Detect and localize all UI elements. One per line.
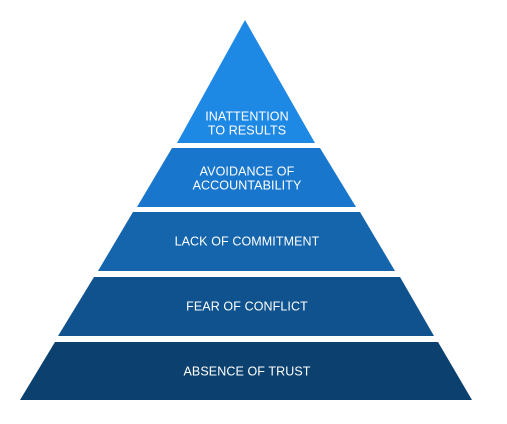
tier-label-absence-of-trust: ABSENCE OF TRUST — [183, 364, 310, 378]
tier-shape-absence-of-trust — [20, 342, 472, 400]
tier-shape-avoidance-of-accountability — [137, 148, 356, 207]
tier-label-inattention-to-results: INATTENTION — [205, 109, 289, 123]
tier-label-avoidance-of-accountability: AVOIDANCE OF — [200, 164, 295, 178]
tier-shape-lack-of-commitment — [98, 212, 395, 271]
tier-label-inattention-to-results-line2: TO RESULTS — [208, 123, 286, 137]
tier-shape-inattention-to-results — [177, 20, 315, 143]
tier-shape-fear-of-conflict — [58, 277, 434, 336]
tier-label-fear-of-conflict: FEAR OF CONFLICT — [186, 299, 308, 313]
tier-label-lack-of-commitment: LACK OF COMMITMENT — [175, 234, 320, 248]
tier-label-avoidance-of-accountability-line2: ACCOUNTABILITY — [193, 178, 302, 192]
